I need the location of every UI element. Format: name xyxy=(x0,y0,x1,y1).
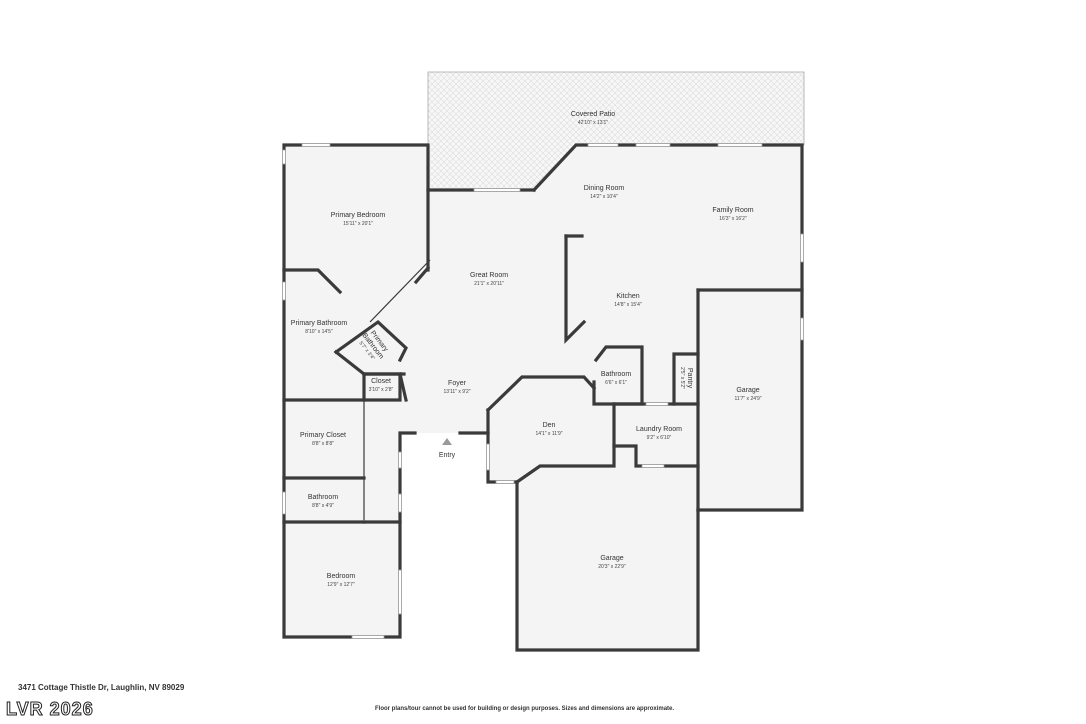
room-dim: 21'1" x 20'11" xyxy=(474,281,504,287)
room-name: Kitchen xyxy=(616,293,639,300)
room-dim: 3'10" x 2'8" xyxy=(369,387,394,393)
room-dim: 16'3" x 16'2" xyxy=(719,216,747,222)
main-floor xyxy=(284,145,802,650)
room-dim: 13'11" x 9'2" xyxy=(443,389,470,395)
room-name: Bathroom xyxy=(601,371,632,378)
room-dim: 42'10" x 13'1" xyxy=(578,120,608,126)
room-dim: 12'9" x 12'7" xyxy=(327,582,355,588)
room-dim: 8'10" x 14'5" xyxy=(305,329,333,335)
room-dim: 15'11" x 20'1" xyxy=(343,221,373,227)
room-name: Closet xyxy=(371,378,391,385)
room-name: Covered Patio xyxy=(571,111,615,118)
address-label: 3471 Cottage Thistle Dr, Laughlin, NV 89… xyxy=(18,683,185,692)
room-name: Primary Bedroom xyxy=(331,212,386,219)
room-dim: 8'8" x 4'9" xyxy=(312,503,334,509)
room-name: Great Room xyxy=(470,272,508,279)
room-dim: 11'7" x 24'9" xyxy=(734,396,761,402)
room-dim: 20'3" x 22'9" xyxy=(598,564,626,570)
room-dim: 8'8" x 8'8" xyxy=(312,441,334,447)
room-name: Den xyxy=(543,422,556,429)
windows xyxy=(282,143,804,639)
room-dim: 14'2" x 10'4" xyxy=(590,194,618,200)
room-dim: 14'1" x 11'9" xyxy=(535,431,562,437)
room-dim: 6'6" x 6'1" xyxy=(605,380,627,386)
logo-badge xyxy=(18,702,20,708)
room-name: Laundry Room xyxy=(636,426,682,433)
entry-arrow-icon xyxy=(442,438,452,445)
watermark-label: LVR 2026 xyxy=(6,699,94,720)
room-name: Bedroom xyxy=(327,573,356,580)
room-name: Family Room xyxy=(712,207,753,214)
room-dim: 14'8" x 15'4" xyxy=(614,302,642,308)
disclaimer-text: Floor plans/tour cannot be used for buil… xyxy=(375,706,675,712)
entry-label: Entry xyxy=(439,452,456,459)
room-name: Foyer xyxy=(448,380,467,387)
room-name: Garage xyxy=(600,555,623,562)
room-name: Bathroom xyxy=(308,494,339,501)
room-name: Garage xyxy=(736,387,759,394)
room-dim: 9'2" x 6'10" xyxy=(647,435,672,441)
walls xyxy=(282,143,804,652)
room-name: Primary Closet xyxy=(300,432,346,439)
room-name: Dining Room xyxy=(584,185,625,192)
room-name: Pantry xyxy=(686,368,693,389)
room-dim: 2'5" x 5'2" xyxy=(679,367,685,389)
room-name: Primary Bathroom xyxy=(291,320,348,327)
